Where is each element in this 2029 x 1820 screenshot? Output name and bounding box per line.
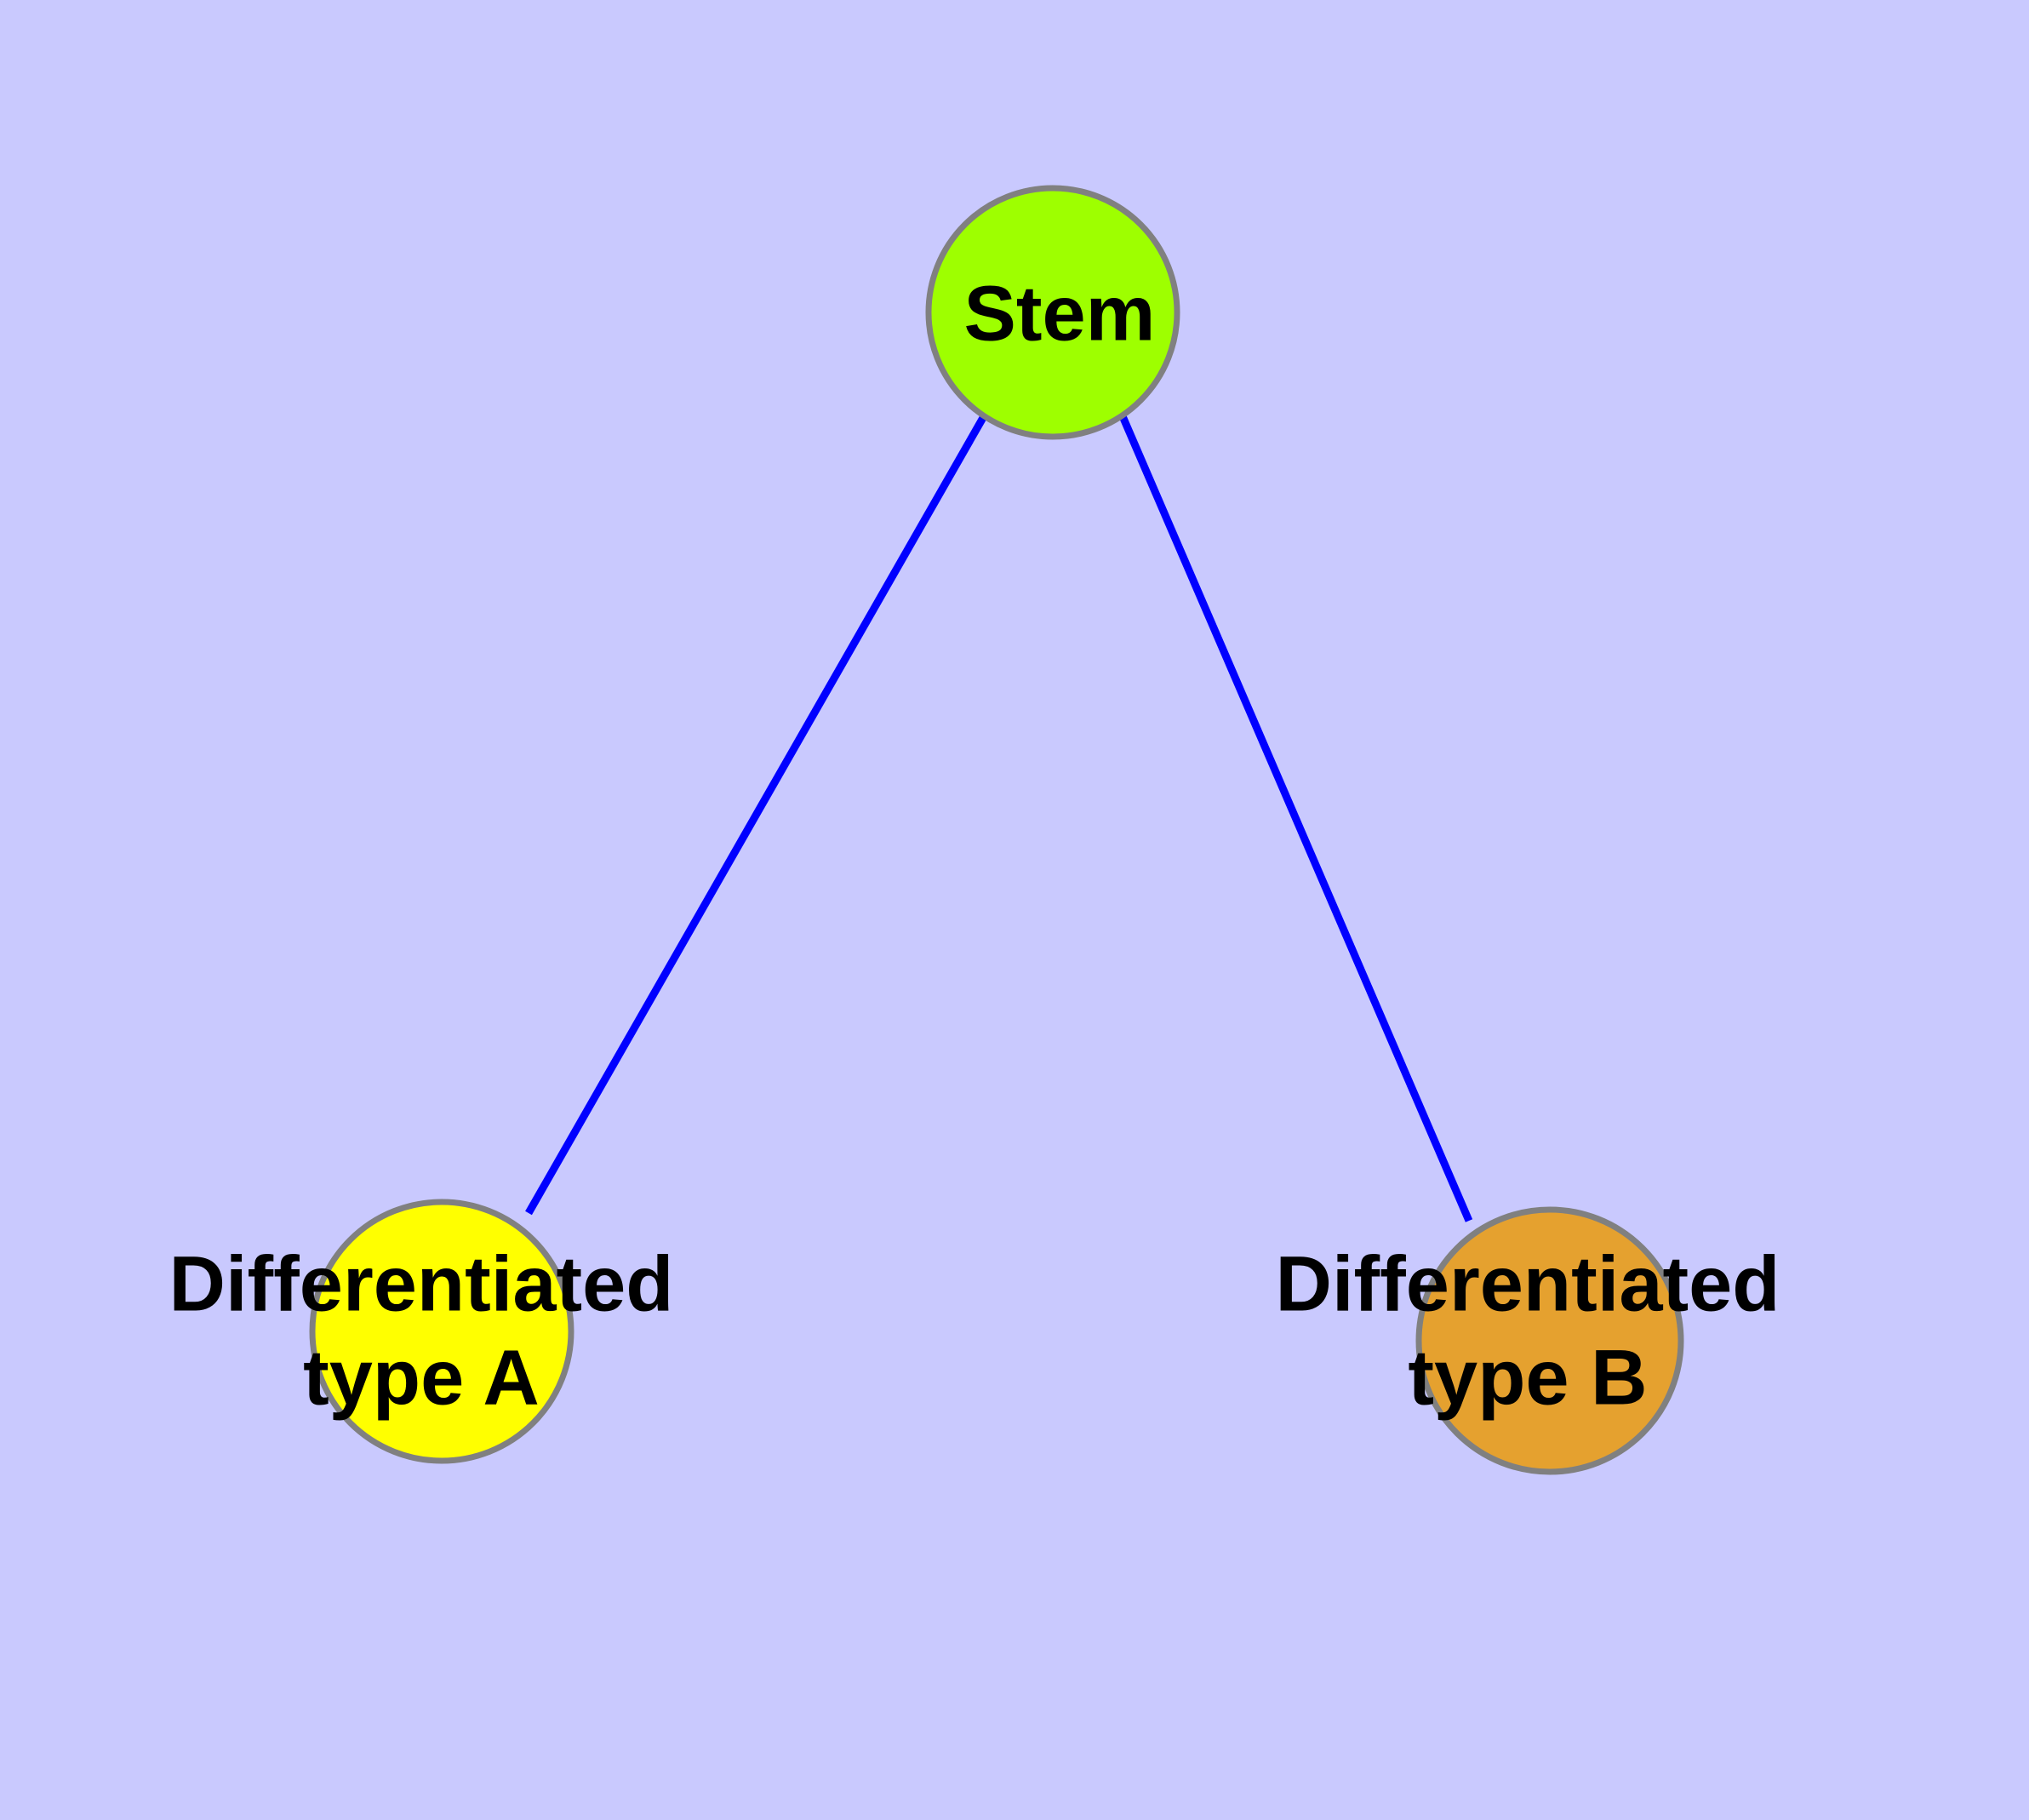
node-label-differentiated-a-line2: type A — [303, 1334, 540, 1421]
node-label-stem: Stem — [964, 270, 1156, 357]
edge-layer — [525, 414, 1473, 1222]
node-stem-circle[interactable] — [925, 185, 1180, 440]
node-label-differentiated-b-line1: Differentiated — [1276, 1240, 1780, 1327]
node-differentiated-a-circle[interactable] — [309, 1199, 574, 1464]
node-label-differentiated-a-line1: Differentiated — [169, 1240, 674, 1327]
node-differentiated-b-circle[interactable] — [1415, 1206, 1684, 1475]
label-layer: Stem Differentiated type A Differentiate… — [169, 270, 1780, 1421]
edge-stem-to-differentiated-b[interactable] — [1118, 415, 1473, 1222]
edge-stem-to-differentiated-a[interactable] — [525, 414, 987, 1216]
node-layer — [309, 185, 1684, 1475]
node-label-differentiated-b-line2: type B — [1408, 1334, 1647, 1421]
